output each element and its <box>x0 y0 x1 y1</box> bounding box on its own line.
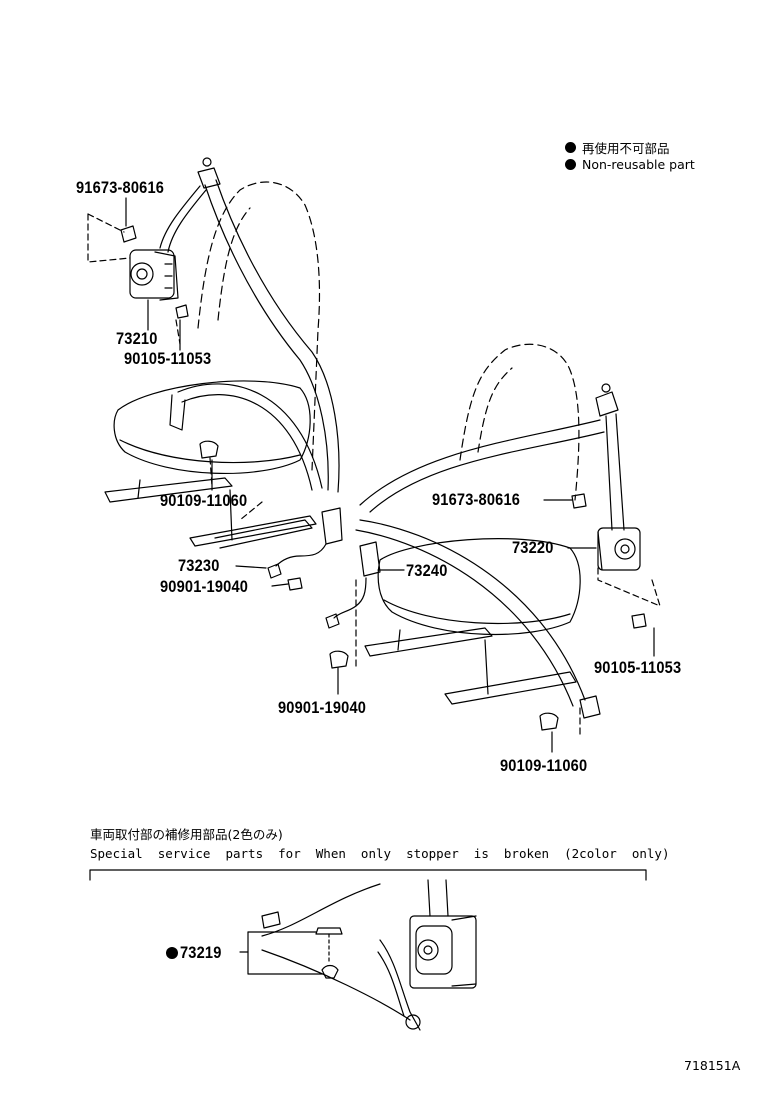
driver-retractor <box>129 249 179 301</box>
passenger-belt-webbing <box>355 383 625 719</box>
illustration-code: 718151A <box>684 1058 741 1073</box>
passenger-bolts <box>329 493 647 731</box>
part-number-driver-retractor-bolt: 90105-11053 <box>124 349 212 368</box>
part-number-driver-buckle: 73230 <box>178 556 220 575</box>
part-number-driver-retractor: 73210 <box>116 329 158 348</box>
legend-label-en: Non-reusable part <box>582 157 695 172</box>
filled-dot-icon <box>565 159 576 170</box>
legend-item-jp: 再使用不可部品 <box>565 138 670 157</box>
passenger-leader-lines <box>337 499 655 753</box>
part-number-pass-anchor-bolt: 90109-11060 <box>500 756 588 775</box>
passenger-buckle <box>325 541 381 629</box>
passenger-seat <box>364 343 581 705</box>
part-number-pass-buckle-bolt: 90901-19040 <box>278 698 367 717</box>
part-number-driver-buckle-bolt: 90901-19040 <box>160 577 249 596</box>
part-number-stopper: 73219 <box>180 943 222 962</box>
special-title-jp: 車両取付部の補修用部品(2色のみ) <box>90 827 283 842</box>
part-number-driver-bolt-top: 91673-80616 <box>76 178 165 197</box>
driver-leader-lines <box>125 197 289 587</box>
part-number-pass-retractor: 73220 <box>512 538 554 557</box>
part-number-driver-anchor-bolt: 90109-11060 <box>160 491 248 510</box>
legend-label-jp: 再使用不可部品 <box>582 141 670 156</box>
part-number-pass-buckle: 73240 <box>406 561 448 580</box>
filled-dot-icon <box>166 946 178 959</box>
special-title-en: Special service parts for When only stop… <box>90 846 670 861</box>
part-number-stopper-row: 73219 <box>166 944 228 961</box>
special-service-inset <box>89 869 647 1031</box>
driver-bolts <box>120 225 303 591</box>
passenger-retractor <box>597 527 641 571</box>
driver-buckle <box>267 507 343 579</box>
driver-seat <box>104 181 321 549</box>
passenger-leader-dashes <box>355 567 661 737</box>
filled-dot-icon <box>565 142 576 153</box>
legend-item-en: Non-reusable part <box>565 157 695 172</box>
driver-belt-webbing <box>159 157 340 493</box>
part-number-pass-retractor-bolt: 90105-11053 <box>594 658 682 677</box>
part-number-pass-bolt-top: 91673-80616 <box>432 490 521 509</box>
